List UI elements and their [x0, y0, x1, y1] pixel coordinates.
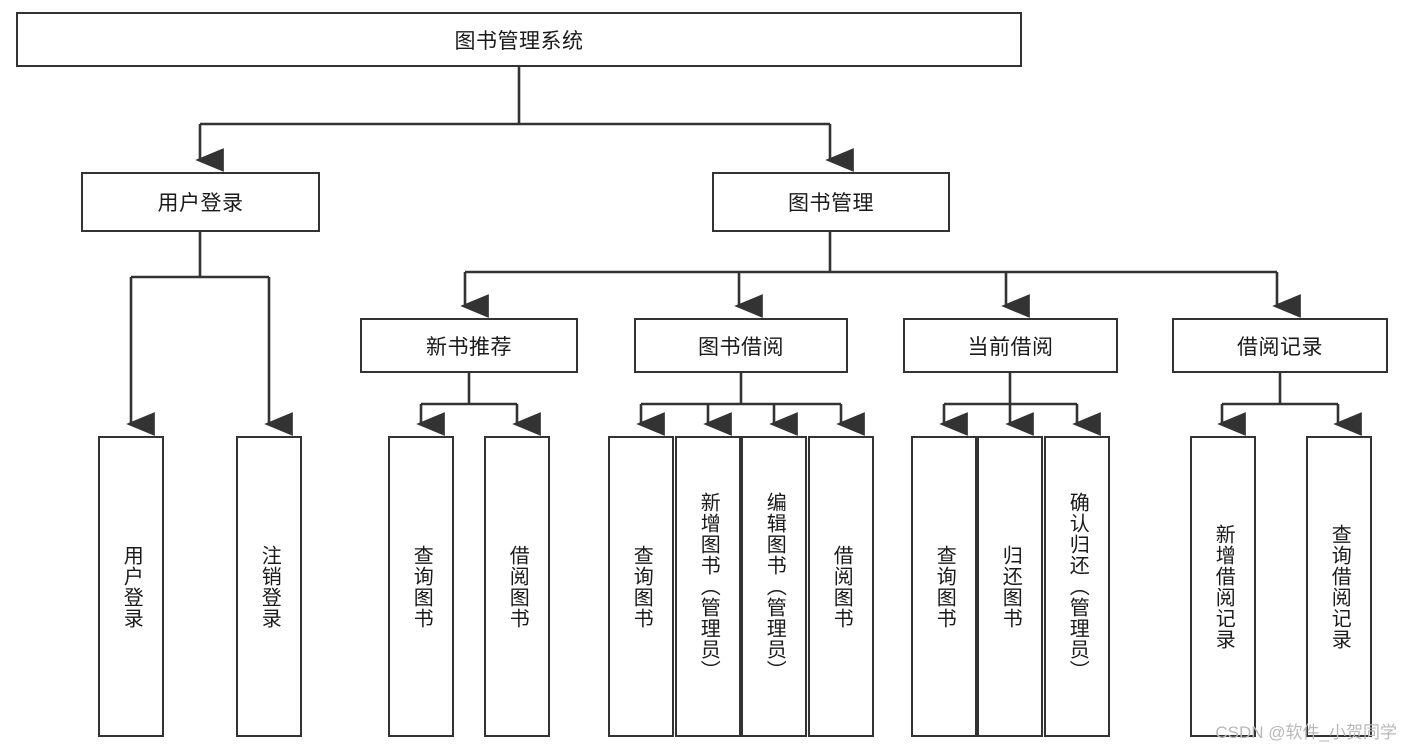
watermark-text: CSDN @软件_小贺同学: [1215, 723, 1397, 742]
node-label: 新书推荐: [426, 335, 512, 359]
node-new-book-recommend[interactable]: 新书推荐: [360, 318, 578, 373]
node-label: 图书管理系统: [454, 29, 584, 53]
node-borrow-record[interactable]: 借阅记录: [1172, 318, 1388, 373]
node-label: 图书管理: [788, 192, 874, 215]
leaf-current-confirm-return-admin[interactable]: 确认归还（管理员）: [1044, 436, 1110, 737]
leaf-record-add-record[interactable]: 新增借阅记录: [1190, 436, 1256, 737]
leaf-current-return-book[interactable]: 归还图书: [977, 436, 1043, 737]
node-label: 归还图书: [999, 544, 1022, 629]
node-label: 借阅记录: [1237, 335, 1323, 359]
leaf-current-query-book[interactable]: 查询图书: [911, 436, 977, 737]
leaf-record-query-record[interactable]: 查询借阅记录: [1306, 436, 1372, 737]
node-current-borrow[interactable]: 当前借阅: [903, 318, 1118, 373]
node-label: 编辑图书（管理员）: [763, 492, 786, 681]
leaf-user-login-logout[interactable]: 注销登录: [236, 436, 302, 737]
leaf-recommend-query-book[interactable]: 查询图书: [388, 436, 454, 737]
node-label: 注销登录: [258, 544, 281, 629]
leaf-borrow-add-book-admin[interactable]: 新增图书（管理员）: [675, 436, 741, 737]
node-label: 借阅图书: [506, 544, 529, 629]
node-label: 查询图书: [933, 544, 956, 629]
leaf-borrow-borrow-book[interactable]: 借阅图书: [808, 436, 874, 737]
node-label: 确认归还（管理员）: [1066, 492, 1089, 681]
leaf-borrow-query-book[interactable]: 查询图书: [608, 436, 674, 737]
node-label: 查询借阅记录: [1328, 523, 1351, 650]
node-label: 查询图书: [630, 544, 653, 629]
node-user-login[interactable]: 用户登录: [81, 172, 320, 232]
node-label: 查询图书: [410, 544, 433, 629]
node-label: 图书借阅: [698, 335, 784, 359]
node-label: 当前借阅: [967, 335, 1054, 359]
node-label: 新增图书（管理员）: [697, 492, 720, 681]
leaf-borrow-edit-book-admin[interactable]: 编辑图书（管理员）: [741, 436, 807, 737]
node-root-system[interactable]: 图书管理系统: [16, 12, 1022, 67]
node-label: 用户登录: [120, 544, 143, 629]
node-book-borrow[interactable]: 图书借阅: [634, 318, 848, 373]
node-label: 新增借阅记录: [1212, 523, 1235, 650]
node-label: 借阅图书: [830, 544, 853, 629]
node-label: 用户登录: [157, 192, 244, 215]
node-book-management[interactable]: 图书管理: [712, 172, 950, 232]
leaf-recommend-borrow-book[interactable]: 借阅图书: [484, 436, 550, 737]
leaf-user-login-login[interactable]: 用户登录: [98, 436, 164, 737]
